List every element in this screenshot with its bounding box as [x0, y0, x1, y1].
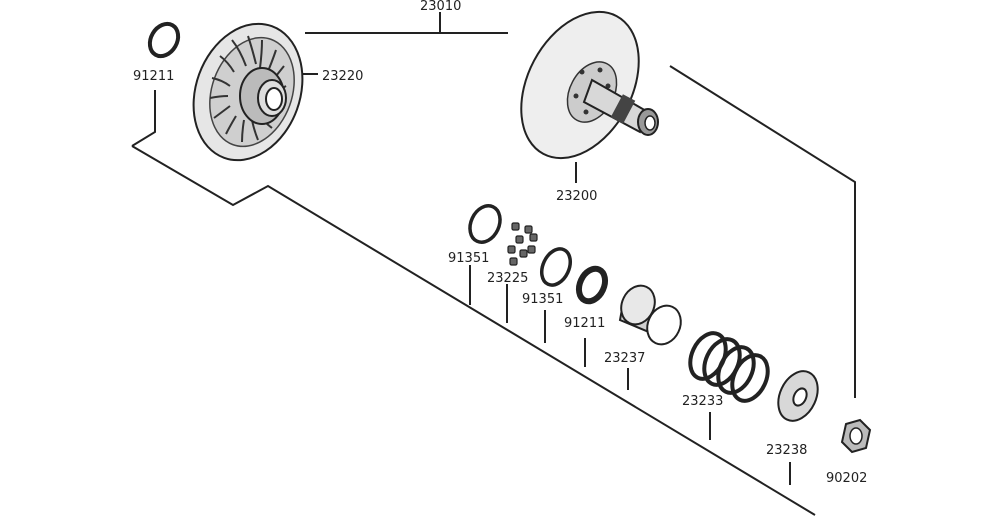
collar-icon: [618, 284, 682, 346]
label-assembly: 23010: [420, 0, 461, 14]
label-seal-top: 91211: [133, 69, 174, 84]
label-collar: 23237: [604, 351, 645, 366]
seal-ring-mid-icon: [575, 265, 609, 305]
spring-icon: [688, 331, 770, 403]
label-seal-mid: 91211: [564, 316, 605, 331]
label-oring-a: 91351: [448, 251, 489, 266]
label-spring: 23233: [682, 394, 723, 409]
label-nut: 90202: [826, 471, 867, 486]
washer-icon: [777, 370, 819, 422]
leader-lines: [131, 12, 856, 516]
label-pins: 23225: [487, 271, 528, 286]
part-labels: 23010 91211 23220 23200 91351 23225 9135…: [133, 0, 867, 486]
oring-b-icon: [539, 247, 573, 287]
cam-sheave-icon: [192, 22, 304, 162]
label-cam-sheave: 23220: [322, 69, 363, 84]
label-oring-b: 91351: [522, 292, 563, 307]
nut-icon: [840, 418, 872, 454]
fixed-sheave-icon: [520, 10, 659, 160]
label-fixed-sheave: 23200: [556, 189, 597, 204]
seal-ring-top-icon: [147, 21, 181, 59]
pins-icon: [507, 222, 538, 266]
oring-a-icon: [468, 204, 502, 244]
label-washer: 23238: [766, 443, 807, 458]
